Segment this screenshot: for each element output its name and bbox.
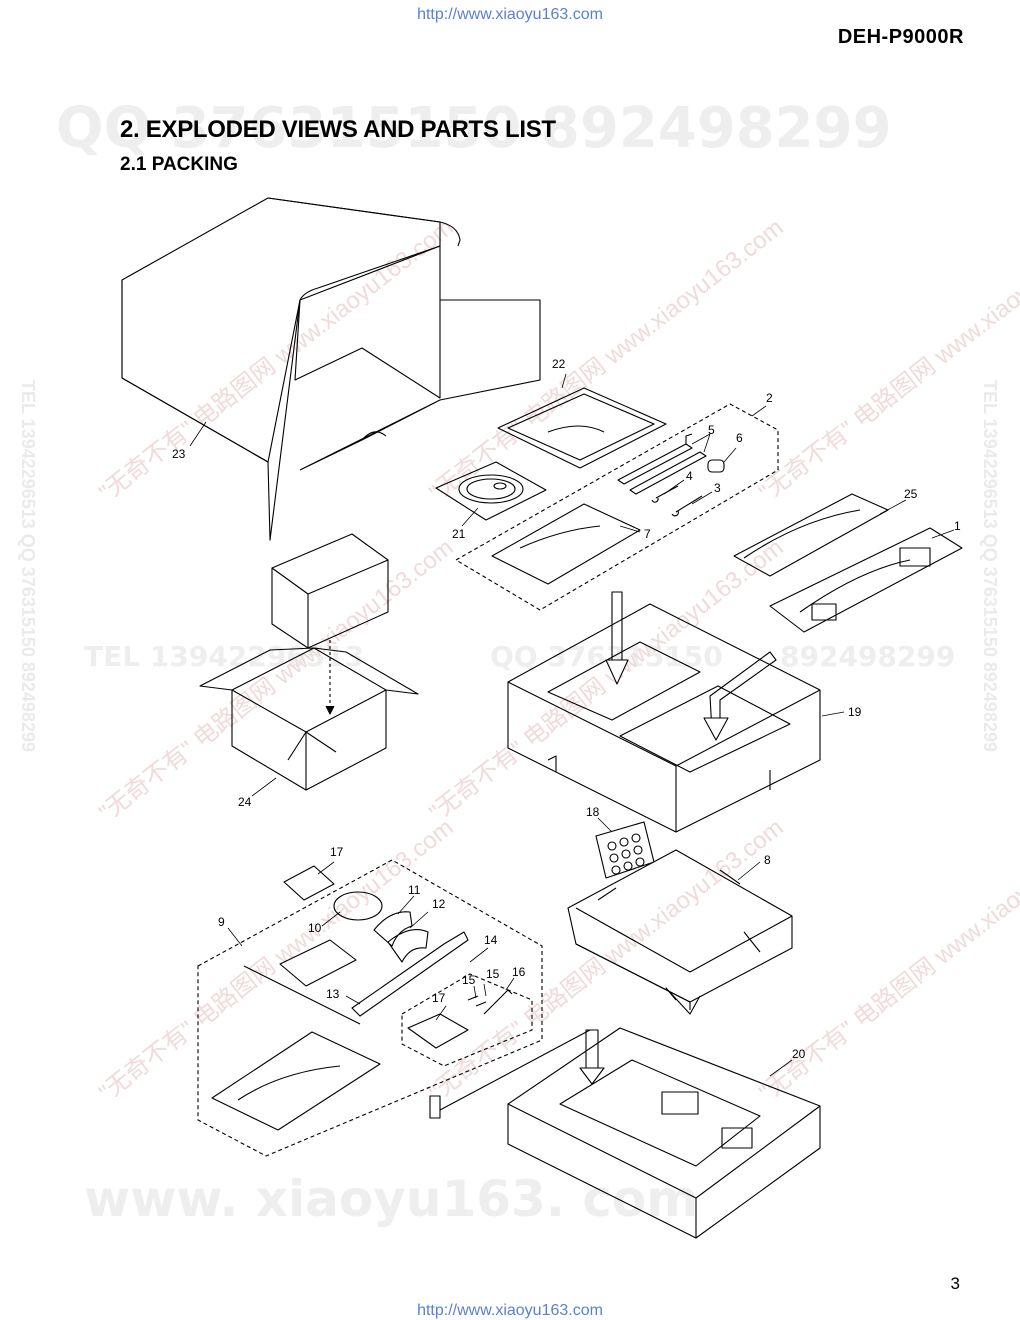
callout-24: 23 xyxy=(172,447,186,461)
protect-sheet xyxy=(497,387,667,469)
callout-15b: 15 xyxy=(486,967,500,981)
callout-3: 3 xyxy=(714,481,721,495)
top-url[interactable]: http://www.xiaoyu163.com xyxy=(417,6,603,23)
bag-large xyxy=(279,939,357,987)
callout-12: 12 xyxy=(432,897,446,911)
callout-13: 13 xyxy=(326,987,340,1001)
callout-8: 8 xyxy=(764,853,771,867)
parts-bag-boundary xyxy=(401,973,533,1067)
callout-16: 16 xyxy=(512,965,526,979)
callout-6: 6 xyxy=(736,431,743,445)
watermark-tel-line: TEL 13942296513 xyxy=(84,640,365,673)
upper-foam-pad xyxy=(507,591,821,833)
section-heading: 2. EXPLODED VIEWS AND PARTS LIST xyxy=(120,116,556,143)
callout-20: 19 xyxy=(848,705,862,719)
individual-carton xyxy=(199,533,419,791)
callout-23: 22 xyxy=(552,357,566,371)
callout-19: 18 xyxy=(586,805,600,819)
wrapped-unit xyxy=(567,849,793,1015)
accessory-assy2-boundary xyxy=(197,859,543,1157)
carton-sleeve xyxy=(121,197,541,541)
callout-2: 2 xyxy=(766,391,773,405)
page-number: 3 xyxy=(950,1274,960,1293)
callout-11: 11 xyxy=(408,883,421,897)
small-bag xyxy=(283,865,335,901)
watermark-qq-line: QQ 376315150 892498299 xyxy=(56,96,892,161)
callout-26: 25 xyxy=(904,487,918,501)
watermark-qq-mid: QQ 376315150 xyxy=(490,640,723,673)
callout-17: 17 xyxy=(432,991,446,1005)
bottom-url[interactable]: http://www.xiaoyu163.com xyxy=(417,1302,603,1319)
disc-in-bag xyxy=(435,461,547,521)
callout-4: 4 xyxy=(686,469,693,483)
callout-22: 21 xyxy=(452,527,466,541)
callout-21: 20 xyxy=(792,1047,806,1061)
callout-10: 10 xyxy=(308,921,322,935)
leader-lines xyxy=(189,373,955,1077)
lower-foam-pad xyxy=(429,1027,821,1239)
model-number: DEH-P9000R xyxy=(837,26,964,48)
section-subheading: 2.1 PACKING xyxy=(120,154,238,175)
small-parts-bag xyxy=(407,1013,469,1049)
accessory-assy-boundary xyxy=(455,403,779,611)
screws xyxy=(467,989,513,1015)
callout-7: 7 xyxy=(644,527,651,541)
callout-1: 1 xyxy=(954,519,961,533)
callout-18: 17 xyxy=(330,845,344,859)
callout-14: 14 xyxy=(484,933,498,947)
remote-control xyxy=(333,891,383,921)
watermark-num-mid: 892498299 xyxy=(780,640,956,673)
mounting-parts xyxy=(617,433,725,517)
callout-labels: 22 2 5 6 4 3 7 21 25 1 23 24 19 18 8 17 … xyxy=(172,357,961,1061)
callout-15a: 15 xyxy=(462,973,476,987)
callout-9: 9 xyxy=(218,915,225,929)
large-bag-bottom xyxy=(211,1031,381,1131)
watermark-site: www. xiaoyu163. com xyxy=(84,1170,699,1228)
ribbon-cable xyxy=(351,931,469,1017)
accessory-bag xyxy=(491,503,641,585)
cord-bag xyxy=(733,493,963,633)
callout-5: 5 xyxy=(708,423,715,437)
callout-25: 24 xyxy=(238,795,252,809)
cushion-pad xyxy=(595,821,655,879)
